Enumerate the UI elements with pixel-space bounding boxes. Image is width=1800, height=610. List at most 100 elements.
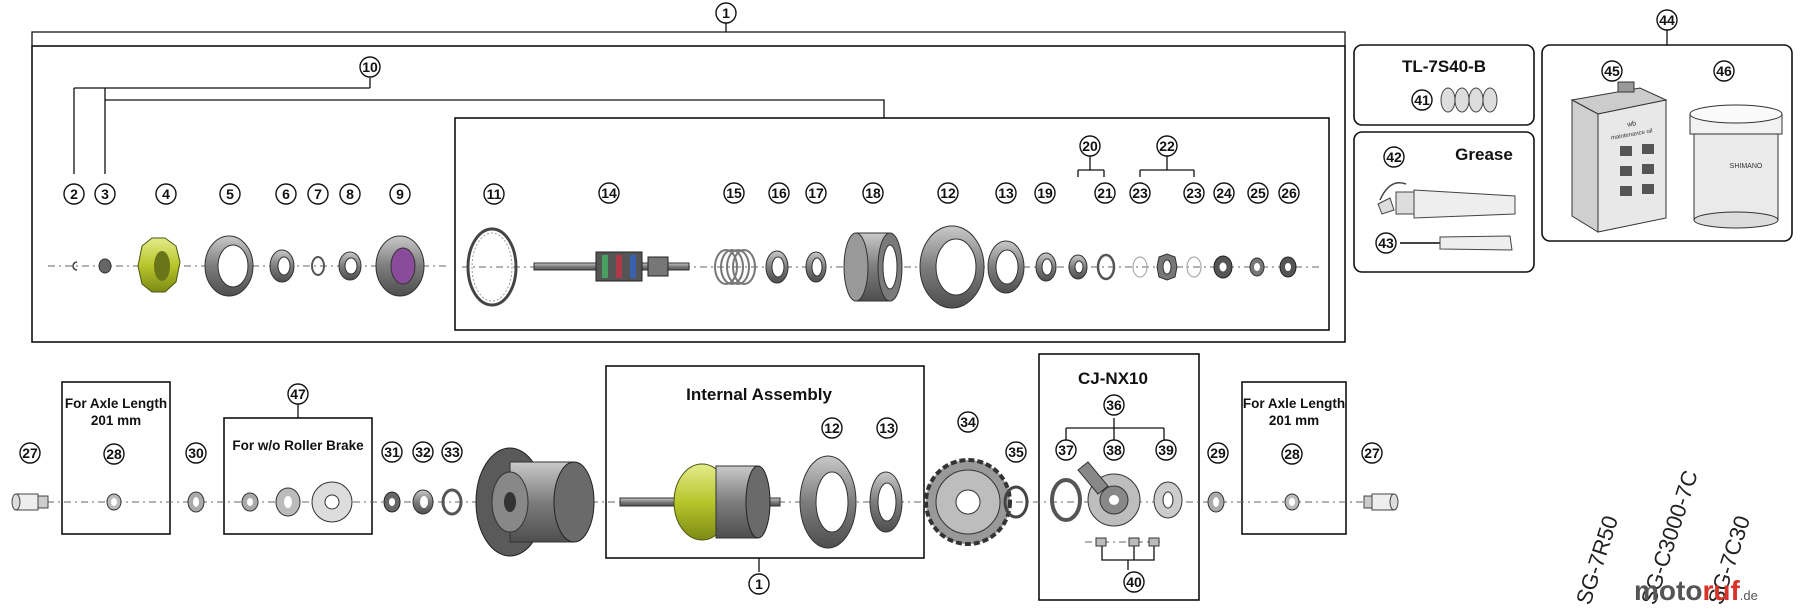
part-35-snap-ring	[1003, 485, 1029, 519]
callout-number: 11	[487, 186, 502, 202]
part-27-nut-right	[1363, 493, 1399, 511]
part-7-washer	[311, 256, 325, 276]
callout-number: 18	[865, 185, 881, 201]
callout-circle	[1207, 442, 1229, 464]
parts-top-left	[72, 235, 425, 297]
callout-circle	[1213, 182, 1235, 204]
callout-number: 12	[824, 420, 840, 436]
internal-assembly-title: Internal Assembly	[686, 385, 832, 404]
callout-number: 44	[1659, 12, 1675, 28]
callout-number: 10	[362, 59, 378, 75]
axle-right-line2: 201 mm	[1269, 413, 1319, 428]
part-20-cone	[1068, 254, 1088, 280]
part-32-cone	[412, 489, 434, 515]
callout-l2: 2	[63, 183, 85, 205]
callout-l12b: 12	[821, 417, 843, 439]
roller-brake-box	[223, 417, 373, 535]
callout-circle	[483, 183, 505, 205]
callout-l3: 3	[94, 183, 116, 205]
callout-number: 43	[1378, 235, 1394, 251]
callout-circle	[185, 442, 207, 464]
callout-number: 14	[601, 185, 617, 201]
callout-number: 1	[722, 5, 730, 21]
callout-l9: 9	[389, 183, 411, 205]
part-19-ring	[1035, 252, 1057, 282]
callout-circle	[937, 182, 959, 204]
hub-shell	[475, 447, 595, 557]
callout-number: 34	[960, 414, 976, 430]
callout-l17: 17	[805, 182, 827, 204]
callout-circle	[155, 183, 177, 205]
callout-l18: 18	[862, 182, 884, 204]
part-15-spring	[714, 249, 756, 285]
callout-circle	[748, 573, 770, 595]
callout-number: 36	[1106, 397, 1122, 413]
callout-number: 27	[1364, 445, 1380, 461]
callout-l33: 33	[441, 441, 463, 463]
callout-number: 27	[22, 445, 38, 461]
callout-number: 30	[188, 445, 204, 461]
callout-number: 2	[70, 186, 78, 202]
jar-label: SHIMANO	[1730, 163, 1763, 170]
callout-number: 15	[726, 185, 742, 201]
internal-assembly-unit	[619, 463, 781, 541]
callout-number: 23	[1132, 185, 1148, 201]
part-11-gear-ring	[466, 227, 518, 307]
callout-circle	[359, 56, 381, 78]
callout-l8: 8	[339, 183, 361, 205]
part-28-washer-left	[106, 493, 122, 511]
callout-circle	[1183, 182, 1205, 204]
roller-brake-parts	[241, 481, 353, 523]
callout-circle	[1247, 182, 1269, 204]
logo-suffix: .de	[1740, 588, 1758, 603]
callout-circle	[412, 441, 434, 463]
callout-circle	[1656, 9, 1678, 31]
callout-l13: 13	[995, 182, 1017, 204]
callout-circle	[715, 2, 737, 24]
part-8-seal	[338, 251, 362, 281]
callout-circle	[1079, 135, 1101, 157]
callout-circle	[94, 183, 116, 205]
part-12-cap-bottom	[799, 455, 857, 549]
callout-l40: 40	[1123, 571, 1145, 593]
part-21-washer	[1096, 253, 1116, 281]
callout-number: 35	[1008, 444, 1024, 460]
callout-l38: 38	[1103, 439, 1125, 461]
callout-circle	[805, 182, 827, 204]
part-25-washer	[1249, 257, 1265, 277]
part-41-tool	[1440, 87, 1498, 113]
callout-circle	[1103, 394, 1125, 416]
part-39-bracket	[1153, 481, 1183, 519]
part-23-oring-a	[1132, 256, 1148, 278]
part-28-washer-right	[1284, 493, 1300, 511]
callout-l41: 41	[1411, 89, 1433, 111]
roller-brake-title: For w/o Roller Brake	[232, 438, 364, 453]
part-42-grease-tube	[1377, 182, 1516, 219]
part-3-nut	[98, 258, 112, 274]
callout-circle	[768, 182, 790, 204]
callout-l34: 34	[957, 411, 979, 433]
part-23-oring-b	[1186, 256, 1202, 278]
callout-circle	[307, 183, 329, 205]
callout-l23b: 23	[1183, 182, 1205, 204]
callout-number: 28	[1284, 446, 1300, 462]
model-sg-7r50: SG-7R50	[1571, 513, 1623, 608]
callout-l25: 25	[1247, 182, 1269, 204]
callout-number: 19	[1037, 185, 1053, 201]
callout-l5: 5	[219, 183, 241, 205]
parts-top-inner	[466, 225, 1297, 309]
callout-number: 31	[384, 444, 400, 460]
callout-circle	[1375, 232, 1397, 254]
callout-circle	[1094, 182, 1116, 204]
part-46-grease-jar: SHIMANO	[1689, 104, 1783, 229]
logo-part2: ruf	[1702, 575, 1740, 606]
callout-circle	[1361, 442, 1383, 464]
callout-l26: 26	[1278, 182, 1300, 204]
callout-number: 25	[1250, 185, 1266, 201]
tool-title: TL-7S40-B	[1402, 57, 1486, 76]
part-6-cone	[269, 249, 295, 283]
callout-circle	[957, 411, 979, 433]
callout-l1: 1	[715, 2, 737, 24]
